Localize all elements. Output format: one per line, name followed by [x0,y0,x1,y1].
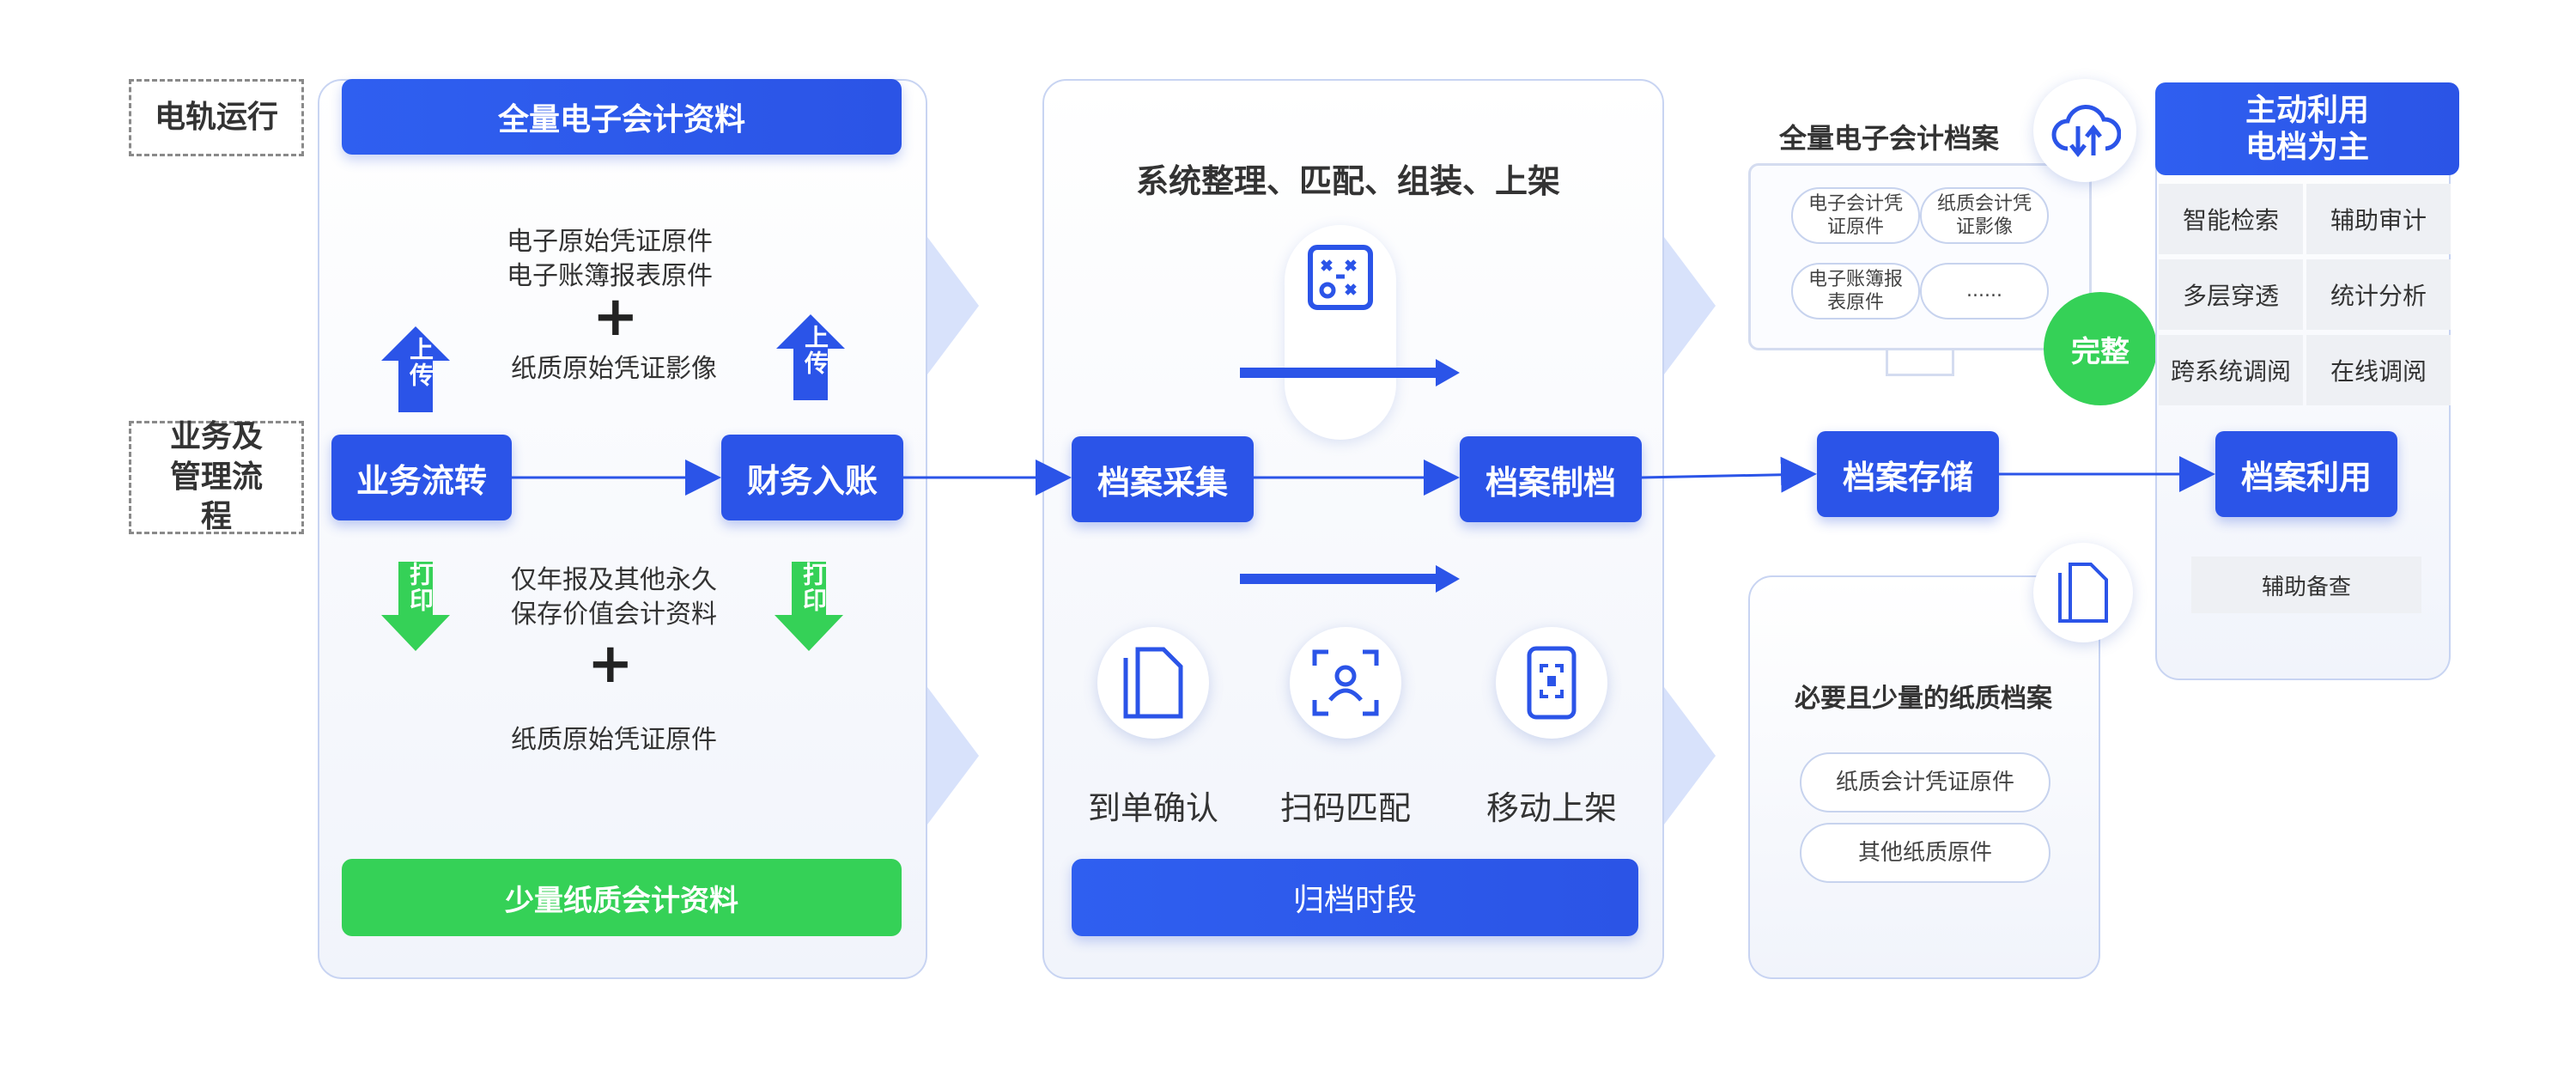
print-label-left: 打印 [406,562,434,613]
upload-label-right: 上传 [801,325,829,376]
utilization-header: 主动利用 电档为主 [2155,82,2459,175]
small-paper-data-bar: 少量纸质会计资料 [342,859,902,936]
paper-voucher-image-text: 纸质原始凭证影像 [511,354,717,384]
print-arrow-right [775,562,843,651]
label-receipt-confirm: 到单确认 [1087,789,1218,827]
flow-arrow-upper [1240,359,1460,386]
node-archive-make[interactable]: 档案制档 [1460,436,1642,522]
pill-electronic-ledger: 电子账簿报表原件 [1791,263,1920,320]
paper-voucher-original-text: 纸质原始凭证原件 [511,725,717,755]
grid-multi-layer[interactable]: 多层穿透 [2159,259,2303,330]
cloud-sync-icon [2051,104,2121,158]
document-icon [2058,563,2108,623]
monitor-stand [1886,350,1954,376]
chevron-1b [927,687,979,825]
grid-cross-system[interactable]: 跨系统调阅 [2159,335,2303,405]
print-arrow-left [381,562,450,651]
electronic-ledger-text: 电子账簿报表原件 [507,261,713,291]
assist-backup-box[interactable]: 辅助备查 [2191,557,2421,613]
grid-statistics[interactable]: 统计分析 [2306,259,2451,330]
node-finance-entry[interactable]: 财务入账 [721,435,903,520]
cloud-circle [2033,79,2136,182]
paper-doc-circle [2033,543,2133,642]
face-scan-circle [1290,627,1401,739]
annual-report-text: 仅年报及其他永久 [511,565,717,595]
node-archive-utilization[interactable]: 档案利用 [2215,431,2397,517]
document-circle [1097,627,1209,739]
upload-arrow-right [776,314,845,400]
permanent-value-text: 保存价值会计资料 [511,599,717,630]
pill-paper-voucher-original: 纸质会计凭证原件 [1800,752,2050,812]
print-label-right: 打印 [799,562,828,613]
pill-other-paper-original: 其他纸质原件 [1800,823,2050,883]
flow-arrow-lower [1240,565,1460,593]
label-business-management-flow: 业务及管理流程 [129,419,304,534]
chevron-1a [927,237,979,374]
label-dian-gui-yun-xing: 电轨运行 [129,79,304,156]
document-icon [1123,647,1183,719]
grid-assist-audit[interactable]: 辅助审计 [2306,184,2451,254]
label-mobile-shelve: 移动上架 [1485,789,1617,827]
grid-online-view[interactable]: 在线调阅 [2306,335,2451,405]
label-scan-match: 扫码匹配 [1279,789,1411,827]
puzzle-board-icon [1308,245,1373,310]
utilization-title-2: 电档为主 [2245,130,2369,165]
pill-electronic-voucher: 电子会计凭证原件 [1791,187,1920,244]
node-archive-collect[interactable]: 档案采集 [1072,436,1254,522]
system-organize-title: 系统整理、匹配、组装、上架 [1135,162,1560,200]
paper-archive-title: 必要且少量的纸质档案 [1795,684,2052,714]
archiving-stage-bar: 归档时段 [1072,859,1638,936]
electronic-voucher-text: 电子原始凭证原件 [507,227,713,257]
pill-ellipsis: ...... [1920,263,2049,320]
panel-business-flow [318,79,927,979]
face-scan-icon [1312,649,1379,716]
node-archive-storage[interactable]: 档案存储 [1817,431,1999,517]
plus-sign-bottom: + [587,632,634,696]
full-electronic-archive-title: 全量电子会计档案 [1778,122,1999,155]
chevron-2b [1664,687,1716,825]
mobile-scan-icon [1527,646,1577,720]
complete-badge: 完整 [2044,292,2157,405]
chevron-2a [1664,237,1716,374]
node-business-flow[interactable]: 业务流转 [331,435,512,520]
puzzle-oval [1285,225,1396,440]
upload-label-left: 上传 [406,337,434,388]
panel-archiving [1042,79,1664,979]
pill-paper-voucher-image: 纸质会计凭证影像 [1920,187,2049,244]
mobile-scan-circle [1496,627,1607,739]
connector-4 [1641,456,1817,493]
upload-arrow-left [381,326,450,412]
utilization-title-1: 主动利用 [2245,92,2369,128]
full-electronic-data-bar: 全量电子会计资料 [342,79,902,155]
monitor-screen [1748,163,2092,350]
grid-smart-search[interactable]: 智能检索 [2159,184,2303,254]
plus-sign-top: + [592,285,639,349]
